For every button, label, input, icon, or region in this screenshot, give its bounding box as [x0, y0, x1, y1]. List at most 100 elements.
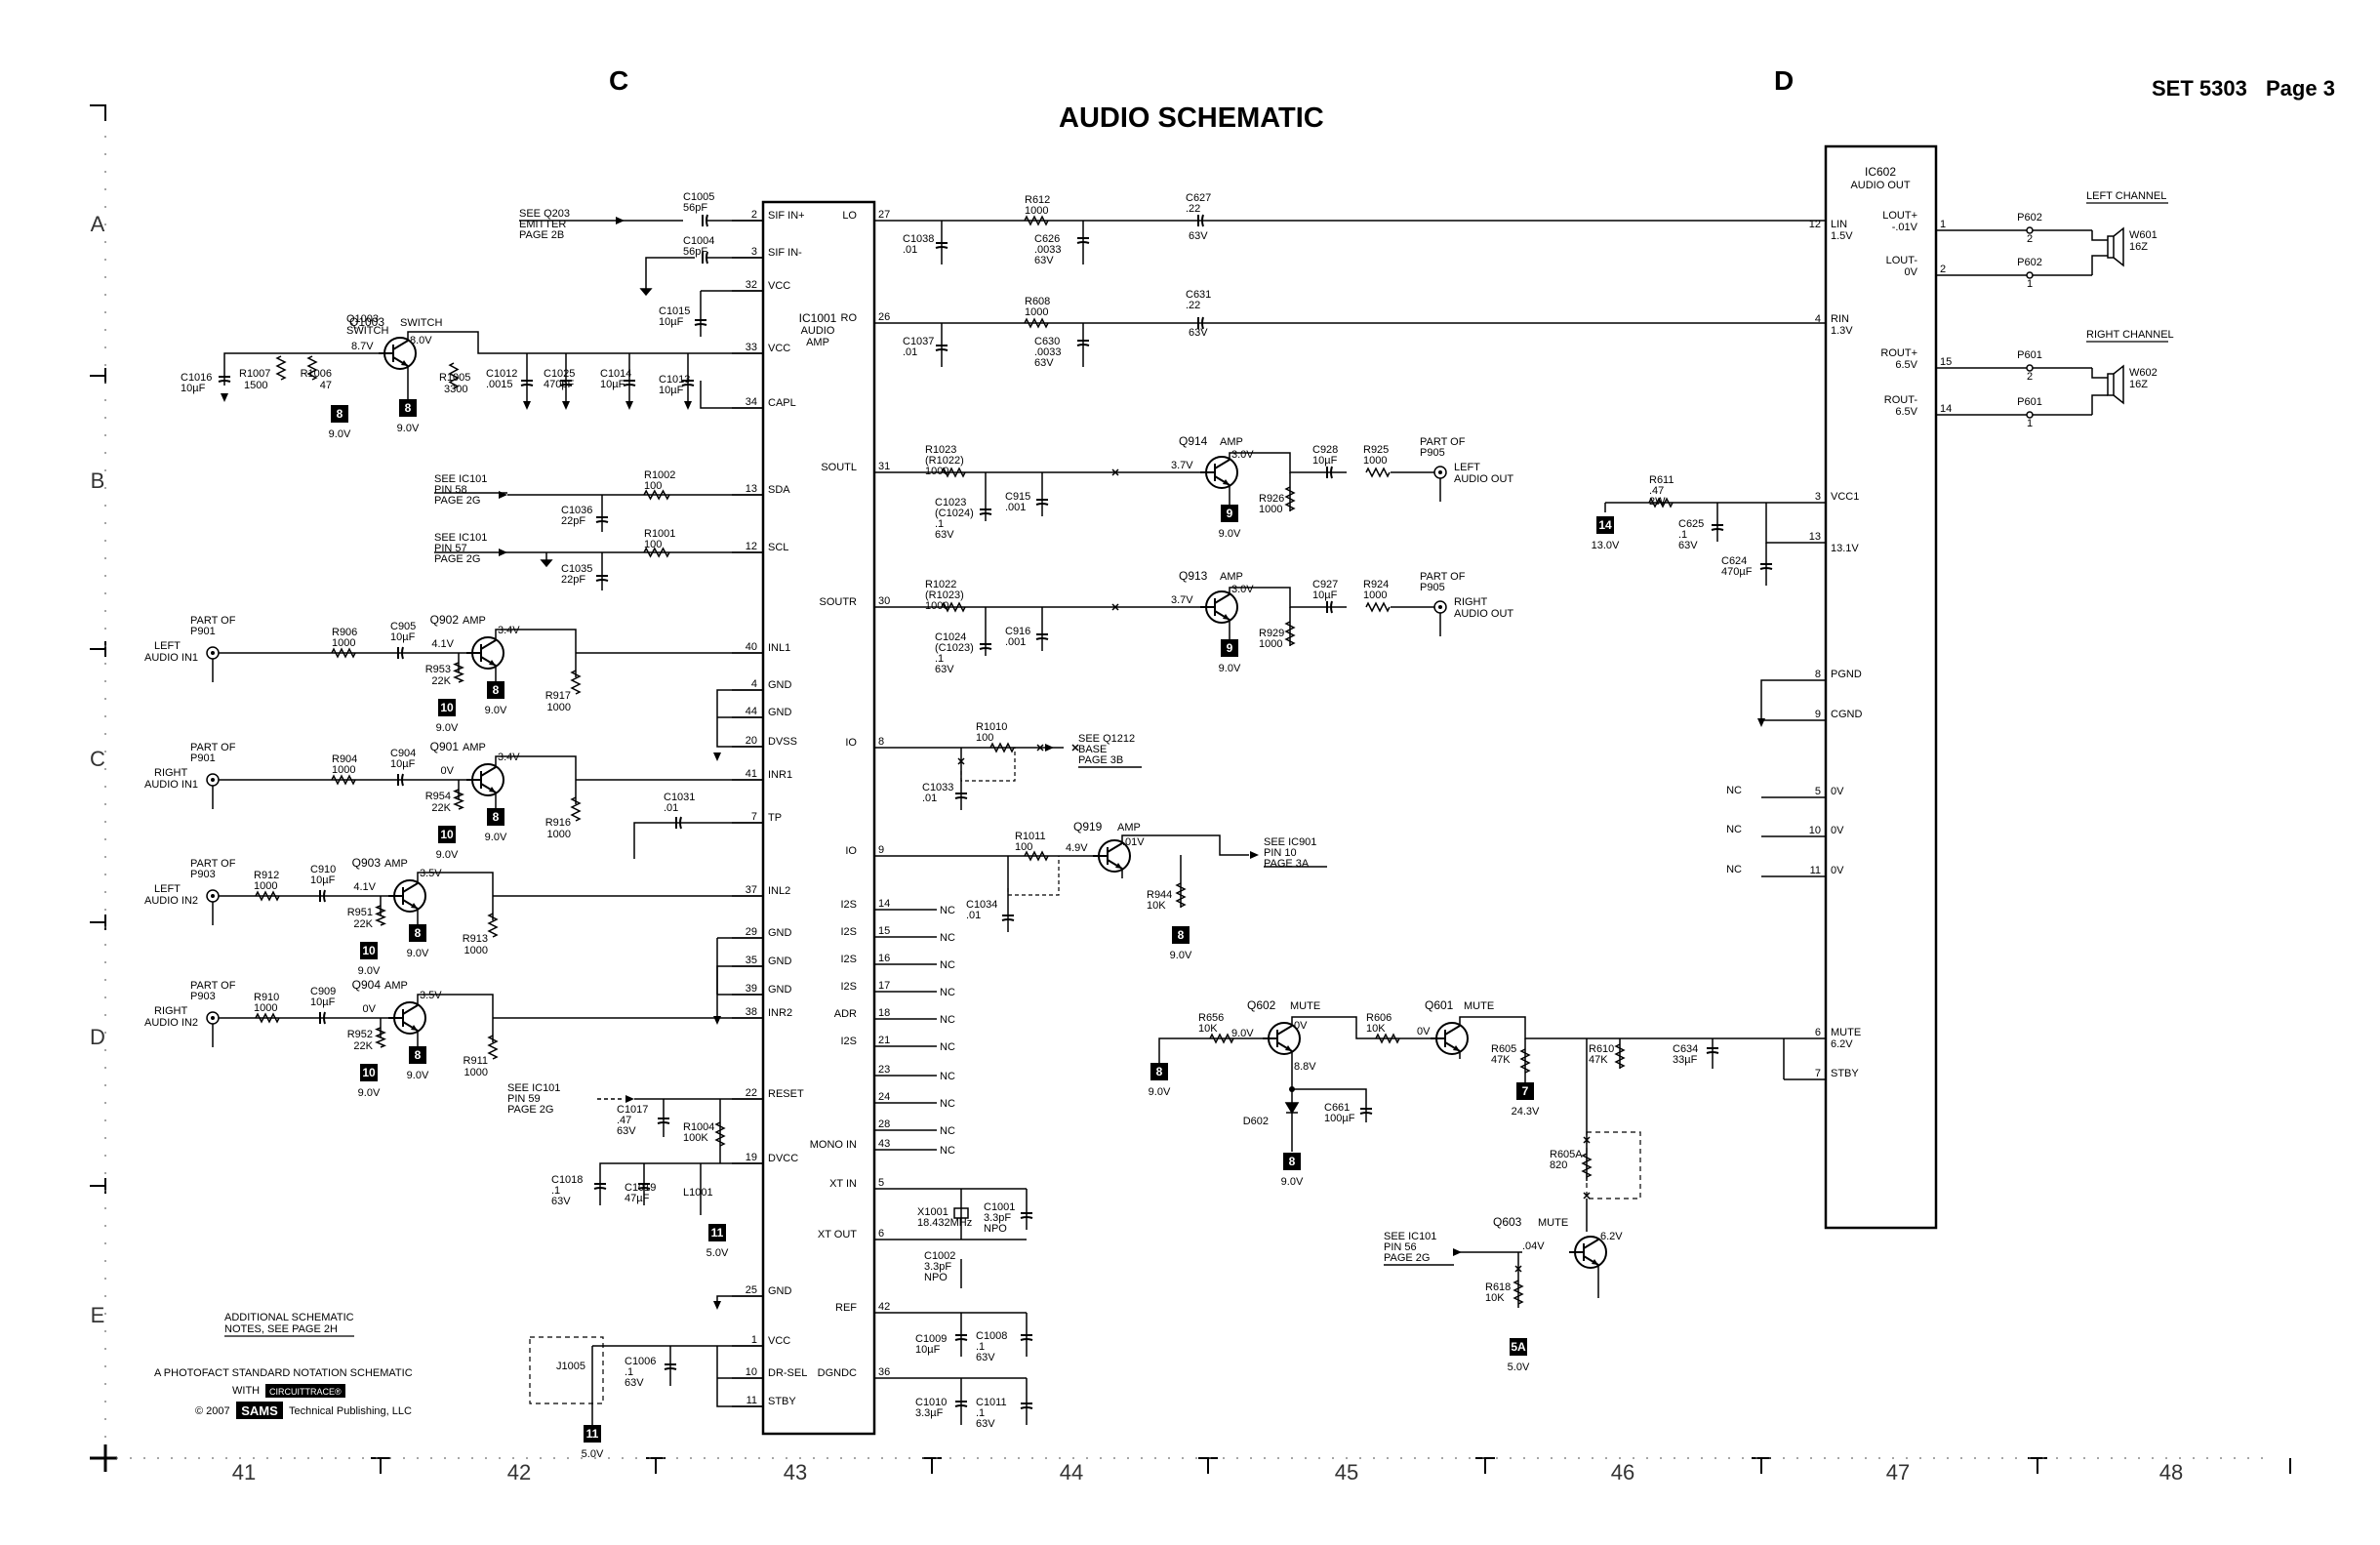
voltage-label: .04V: [1522, 1240, 1545, 1252]
pin-icon: [2026, 411, 2034, 419]
resistor-label: R952: [347, 1029, 373, 1040]
reference-note: BASE: [1078, 744, 1107, 755]
ic1001-pin-label: CAPL: [768, 397, 796, 409]
capacitor-label: C661: [1324, 1102, 1350, 1114]
border-dot: [104, 1032, 106, 1034]
border-dot: [949, 1457, 951, 1459]
capacitor-label: 10µF: [659, 385, 684, 396]
wire: [2091, 230, 2108, 241]
border-dot: [104, 768, 106, 770]
border-dot: [2220, 1457, 2222, 1459]
emitter-arrow: [411, 903, 418, 909]
capacitor: [401, 646, 404, 660]
capacitor-label: C928: [1312, 444, 1338, 456]
border-dot: [1154, 1457, 1156, 1459]
voltage-label: 0V: [1417, 1026, 1431, 1037]
border-dot: [1059, 1457, 1061, 1459]
border-dot: [104, 891, 106, 893]
border-dot: [594, 1457, 596, 1459]
border-dot: [1660, 1457, 1662, 1459]
capacitor-label: 10µF: [390, 758, 416, 770]
border-dot: [104, 1260, 106, 1262]
resistor: [375, 1027, 386, 1048]
resistor-label: 1000: [254, 1002, 277, 1014]
ic1001-pin-number: 20: [746, 735, 757, 747]
sams-logo: [236, 1402, 283, 1419]
capacitor-label: C1023: [935, 497, 966, 508]
border-dot: [104, 1102, 106, 1104]
optional-wire: [960, 748, 1016, 782]
crystal-label: X1001: [917, 1206, 948, 1218]
resistor-label: R610: [1589, 1043, 1614, 1055]
test-point-voltage: 9.0V: [1219, 663, 1241, 674]
test-point-number: 14: [1598, 518, 1612, 532]
tp-14: [1596, 516, 1614, 534]
ic1001-pin-label: VCC: [768, 343, 790, 354]
ic602-pin-voltage: 6.2V: [1831, 1038, 1853, 1050]
resistor-label: 2W: [1649, 496, 1666, 508]
resistor: [375, 905, 386, 926]
jack-icon: [211, 1016, 215, 1020]
border-dot: [104, 1207, 106, 1209]
jack-label: AUDIO IN2: [144, 1017, 198, 1029]
border-dot: [1469, 1457, 1471, 1459]
jack-icon: [211, 778, 215, 782]
border-dot: [553, 1457, 555, 1459]
test-point-number: 8: [1289, 1155, 1296, 1168]
border-dot: [1428, 1457, 1430, 1459]
ic1001-pin-label: INL1: [768, 642, 790, 654]
border-dot: [335, 1457, 337, 1459]
ic1001-pin-number: 1: [751, 1334, 757, 1346]
ic602-pin-number: 1: [1940, 219, 1946, 230]
wire: [2091, 368, 2108, 379]
footer-note: ADDITIONAL SCHEMATIC: [224, 1312, 354, 1323]
capacitor-label: .0033: [1034, 346, 1062, 358]
tp-8: [409, 924, 426, 942]
ic602-pin-label: STBY: [1831, 1068, 1859, 1079]
tp-8: [487, 808, 504, 826]
border-dot: [1291, 1457, 1293, 1459]
ic1001-pin-number: 35: [746, 955, 757, 966]
resistor-label: R1022: [925, 579, 956, 590]
resistor: [1513, 1280, 1524, 1305]
ic1001-pin-label: I2S: [840, 981, 857, 993]
test-point-voltage: 9.0V: [436, 849, 459, 861]
capacitor-label: .01: [903, 244, 917, 256]
capacitor-label: .01: [922, 793, 937, 804]
border-dot: [116, 1457, 118, 1459]
border-dot: [990, 1457, 992, 1459]
ic602-pin-number: 12: [1809, 219, 1821, 230]
border-dot: [104, 505, 106, 507]
border-dot: [2152, 1457, 2154, 1459]
border-dot: [104, 1137, 106, 1139]
capacitor: [1020, 1406, 1033, 1409]
tp-8: [399, 399, 417, 417]
resistor-label: R917: [545, 690, 571, 702]
transistor-label: Q1003: [346, 313, 379, 325]
border-dot: [1974, 1457, 1976, 1459]
test-point-voltage: 5.0V: [706, 1247, 729, 1259]
ic602-pin-number: 10: [1809, 825, 1821, 836]
capacitor-label: 10µF: [181, 383, 206, 394]
q1003-function: SWITCH: [400, 317, 442, 329]
border-dot: [1755, 1457, 1757, 1459]
q902-name: Q902: [430, 613, 460, 627]
voltage-label: .01V: [1122, 836, 1145, 848]
border-dot: [2206, 1457, 2208, 1459]
resistor-label: 10K: [1366, 1023, 1386, 1035]
test-point-number: 8: [493, 810, 500, 824]
capacitor-label: C1036: [561, 505, 592, 516]
tp-8: [331, 405, 348, 423]
border-dot: [104, 926, 106, 928]
capacitor-label: 3.3pF: [924, 1261, 951, 1273]
ic1001-pin-label: GND: [768, 927, 792, 939]
jack-icon: [206, 1011, 220, 1025]
arrow-icon: [625, 401, 633, 410]
test-point-number: 10: [362, 1066, 376, 1079]
border-dot: [2165, 1457, 2167, 1459]
test-point-number: 10: [362, 944, 376, 957]
arrow-icon: [562, 401, 570, 410]
ic1001-pin-label: VCC: [768, 280, 790, 292]
